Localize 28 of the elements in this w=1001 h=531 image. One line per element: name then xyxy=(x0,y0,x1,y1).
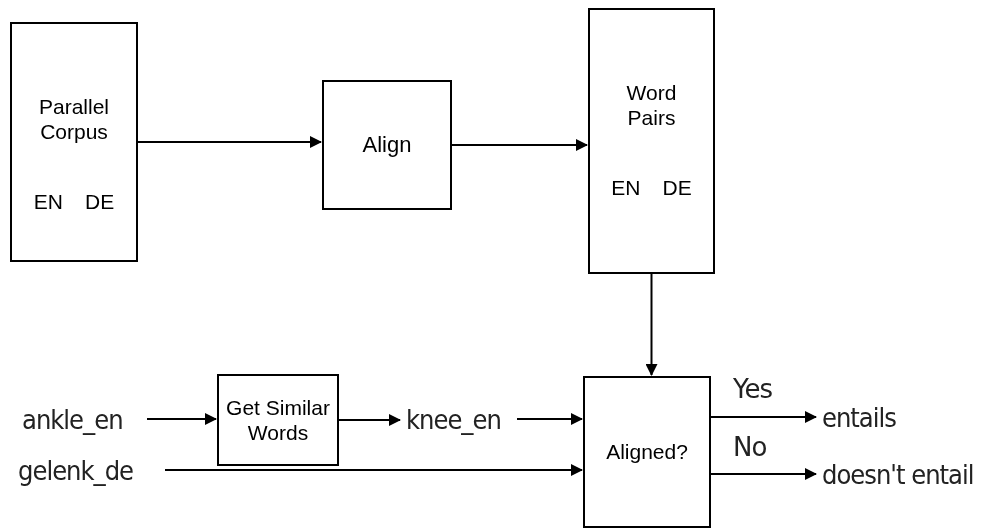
arrow xyxy=(338,414,401,426)
process-box xyxy=(217,374,339,466)
process-box xyxy=(322,80,452,210)
box-label: DE xyxy=(662,175,692,201)
arrow xyxy=(516,413,583,425)
text-label: doesn't entail xyxy=(822,458,974,490)
box-label: EN xyxy=(611,175,641,201)
box-label: Parallel Corpus xyxy=(37,94,110,145)
box-label: Word Pairs xyxy=(625,80,678,131)
box-label: DE xyxy=(85,189,115,215)
box-label: Get Similar Words xyxy=(225,394,331,446)
arrow xyxy=(146,413,217,425)
text-label: entails xyxy=(822,401,896,433)
process-box xyxy=(583,376,711,528)
arrow xyxy=(710,468,817,480)
arrow xyxy=(645,273,658,376)
process-box xyxy=(10,22,138,262)
text-label: gelenk_de xyxy=(18,454,134,486)
box-label: Align xyxy=(362,131,412,159)
arrow xyxy=(451,139,588,151)
text-label: knee_en xyxy=(406,403,501,435)
box-label: Aligned? xyxy=(606,439,688,465)
process-box xyxy=(588,8,715,274)
arrow xyxy=(710,411,817,423)
text-label: ankle_en xyxy=(22,403,123,435)
box-label: EN xyxy=(33,189,63,215)
arrow xyxy=(164,464,583,476)
arrow xyxy=(137,136,322,148)
